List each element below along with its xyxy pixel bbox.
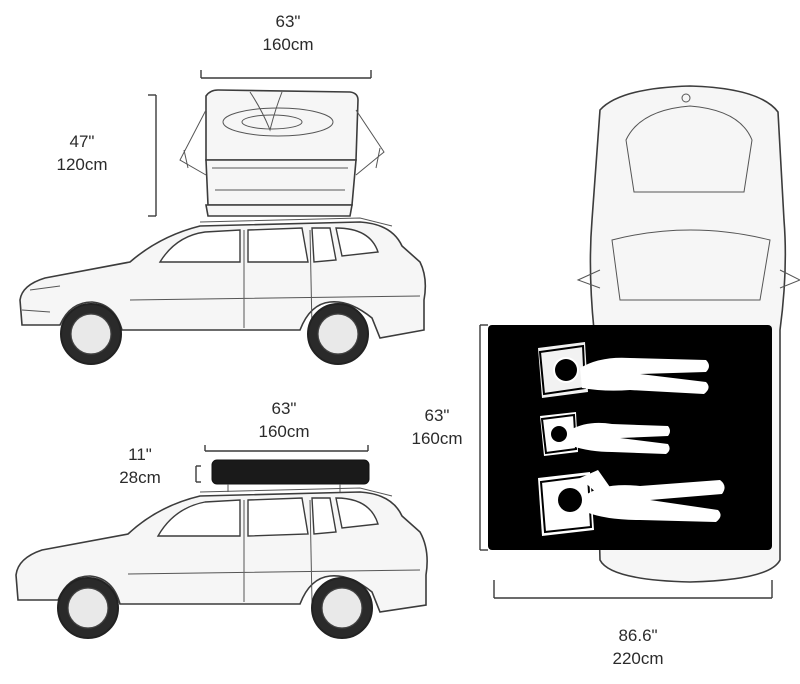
open-tent-width-line [200, 70, 372, 79]
open-tent-height-label: 47" 120cm [32, 130, 132, 176]
open-tent-height-cm: 120cm [56, 155, 108, 174]
car-side-view-2 [15, 487, 428, 639]
closed-tent-width-inches: 63" [271, 399, 297, 418]
closed-tent-width-line [204, 445, 369, 452]
sleeping-person-1 [538, 342, 709, 398]
open-tent-height-line [148, 94, 157, 217]
sleeping-person-3 [538, 470, 725, 536]
bed-width-label: 86.6" 220cm [588, 624, 688, 670]
open-tent-width-label: 63" 160cm [238, 10, 338, 56]
closed-tent-shell [211, 459, 370, 492]
sleeping-person-2 [540, 412, 670, 456]
open-tent-width-inches: 63" [275, 12, 301, 31]
closed-tent-height-inches: 11" [128, 445, 152, 464]
bed-length-line [479, 324, 488, 551]
bed-length-cm: 160cm [411, 429, 463, 448]
closed-tent-width-label: 63" 160cm [234, 397, 334, 443]
bed-length-inches: 63" [424, 406, 450, 425]
open-tent-width-cm: 160cm [262, 35, 314, 54]
open-tent [179, 89, 385, 217]
closed-tent-height-cm: 28cm [119, 468, 161, 487]
bed-width-inches: 86.6" [618, 626, 658, 645]
closed-tent-width-cm: 160cm [258, 422, 310, 441]
closed-tent-height-line [195, 465, 201, 483]
car-side-view-1 [19, 217, 427, 365]
bed-length-label: 63" 160cm [392, 404, 482, 450]
bed-width-cm: 220cm [612, 649, 664, 668]
bed-width-line [493, 580, 773, 599]
closed-tent-height-label: 11" 28cm [100, 443, 180, 489]
open-tent-height-inches: 47" [69, 132, 95, 151]
